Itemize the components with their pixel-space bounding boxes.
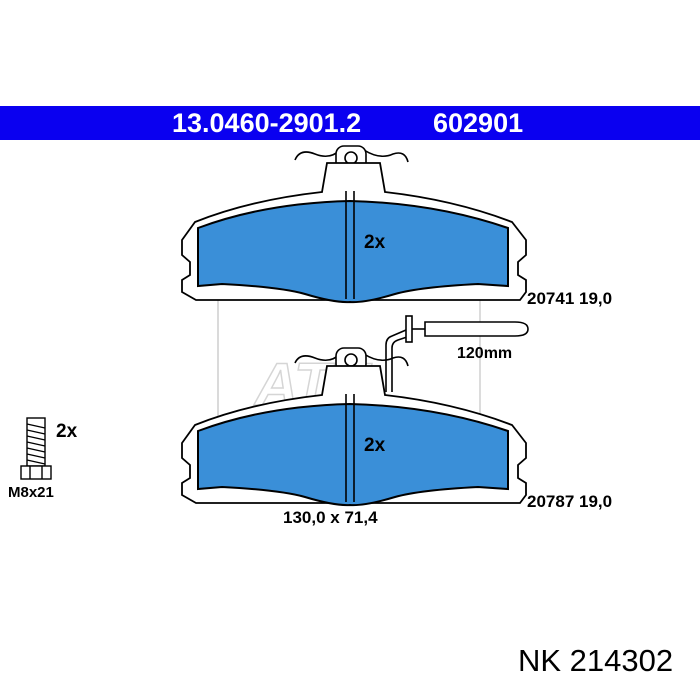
upper-pad-quantity: 2x (364, 232, 386, 253)
lower-pad-spec: 20787 19,0 (527, 492, 613, 511)
footer-code: NK 214302 (518, 643, 674, 678)
reference-number: 602901 (433, 108, 524, 138)
lower-pad-quantity: 2x (364, 435, 386, 456)
upper-pad-spec: 20741 19,0 (527, 289, 613, 308)
sensor-length: 120mm (457, 345, 513, 362)
mounting-bolt-icon (20, 417, 52, 480)
part-code: 13.0460-2901.2 (172, 108, 362, 138)
lower-brake-pad (181, 347, 527, 507)
upper-brake-pad (181, 145, 527, 304)
title-bar: 13.0460-2901.2 602901 (0, 106, 700, 140)
pad-dimensions: 130,0 x 71,4 (283, 508, 378, 527)
bolt-quantity: 2x (56, 421, 78, 442)
wear-sensor (385, 315, 529, 392)
bolt-size: M8x21 (8, 484, 54, 501)
